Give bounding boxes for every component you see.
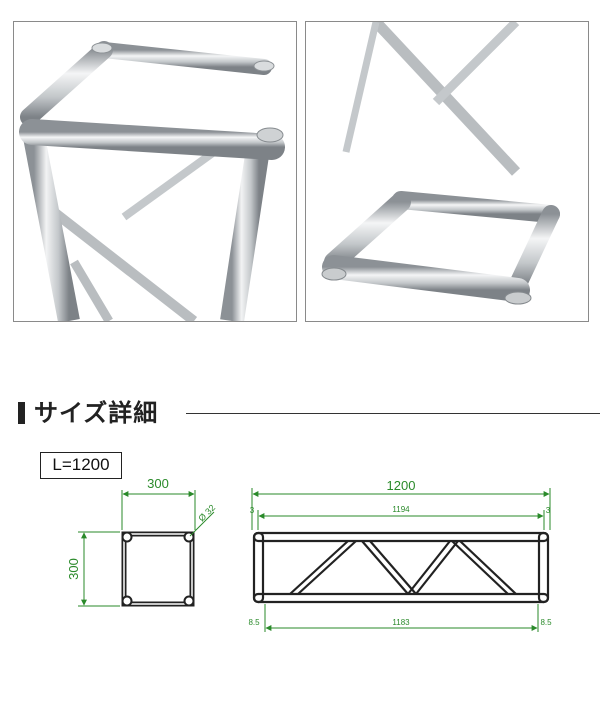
diagonal-braces xyxy=(289,540,517,595)
size-detail-header: サイズ詳細 xyxy=(18,398,600,430)
truss-photo-top-corner xyxy=(13,21,297,322)
tube-diameter-label: Ø 32 xyxy=(196,503,217,524)
cross-section-frame xyxy=(121,531,195,607)
section-title: サイズ詳細 xyxy=(34,399,159,427)
cross-section-view: 300 300 Ø 32 xyxy=(66,476,217,607)
end-post-right xyxy=(537,531,550,604)
dimension-drawing: 300 300 Ø 32 1200 1194 xyxy=(66,476,552,632)
overall-length-label: 1200 xyxy=(387,478,416,493)
side-view: 1200 1194 3 3 1183 8.5 8.5 xyxy=(248,478,552,632)
length-label: L=1200 xyxy=(40,452,122,479)
end-post-left xyxy=(252,531,265,604)
section-divider xyxy=(186,413,600,414)
tube-circle xyxy=(183,595,195,607)
bottom-length-label: 1183 xyxy=(392,618,410,627)
tube-circle xyxy=(121,531,133,543)
bottom-right-offset-label: 8.5 xyxy=(540,618,552,627)
bottom-left-offset-label: 8.5 xyxy=(248,618,260,627)
bottom-chord xyxy=(252,592,550,604)
right-offset-label: 3 xyxy=(546,506,551,515)
left-offset-label: 3 xyxy=(250,506,255,515)
top-chord xyxy=(252,531,550,543)
section-marker xyxy=(18,402,25,424)
cross-width-label: 300 xyxy=(147,476,169,491)
tube-circle xyxy=(121,595,133,607)
truss-photo-bottom-corner xyxy=(305,21,589,322)
inner-length-label: 1194 xyxy=(392,505,410,514)
cross-height-label: 300 xyxy=(66,558,81,580)
